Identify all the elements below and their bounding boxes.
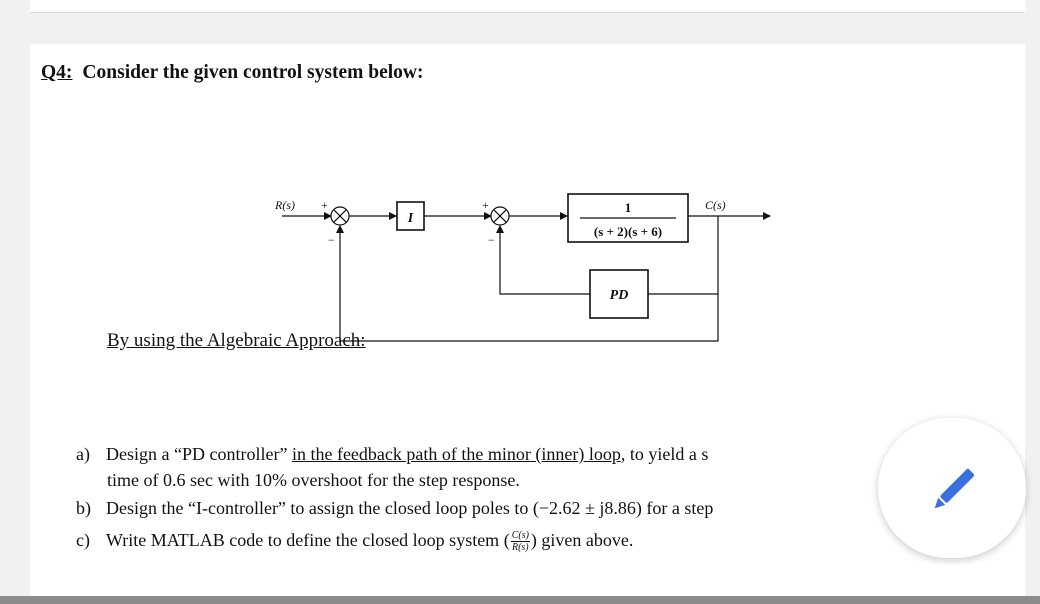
item-c-pre: Write MATLAB code to define the closed l… [106,530,510,550]
item-a: a) Design a “PD controller” in the feedba… [76,444,708,465]
block-diagram: R(s) + − I + − 1 (s + 2)(s + 6) C(s) PD [274,193,771,342]
item-b-label: b) [76,498,91,518]
question-number: Q4: [41,62,73,83]
item-a-label: a) [76,444,90,464]
plant-block [567,193,689,243]
plant-denominator: (s + 2)(s + 6) [594,224,662,239]
item-a-line2: time of 0.6 sec with 10% overshoot for t… [107,470,520,490]
item-a-pre: Design a “PD controller” [106,444,292,464]
inner-minus-sign: − [488,233,495,247]
edit-button[interactable] [878,418,1026,558]
inner-feedback-return [496,225,590,295]
transfer-fraction: C(s)R(s) [510,530,530,554]
question-title: Q4: Consider the given control system bel… [41,62,423,84]
i-block-label: I [407,211,414,226]
input-label: R(s) [274,198,295,212]
approach-heading: By using the Algebraic Approach: [107,330,366,351]
outer-plus-sign: + [321,198,328,212]
item-a-post: , to yield a s [620,444,709,464]
document-page [30,44,1025,596]
fraction-denominator: R(s) [511,542,529,554]
previous-page-strip [30,0,1025,13]
item-a-underlined: in the feedback path of the minor (inner… [291,444,621,464]
item-c-post: ) given above. [530,530,634,550]
pencil-icon [934,468,975,509]
item-b: b) Design the “I-controller” to assign th… [76,498,713,519]
pd-block-label: PD [610,288,629,303]
bottom-scroll-bar[interactable] [0,596,1040,604]
plant-numerator: 1 [625,200,632,215]
question-text: Consider the given control system below: [82,62,424,83]
output-label: C(s) [705,198,726,212]
item-b-text: Design the “I-controller” to assign the … [106,498,714,518]
item-c: c) Write MATLAB code to define the closed… [76,530,633,553]
outer-minus-sign: − [328,233,335,247]
inner-plus-sign: + [482,198,489,212]
outer-feedback-path [336,225,719,342]
item-c-label: c) [76,530,90,550]
fraction-numerator: C(s) [510,530,530,543]
